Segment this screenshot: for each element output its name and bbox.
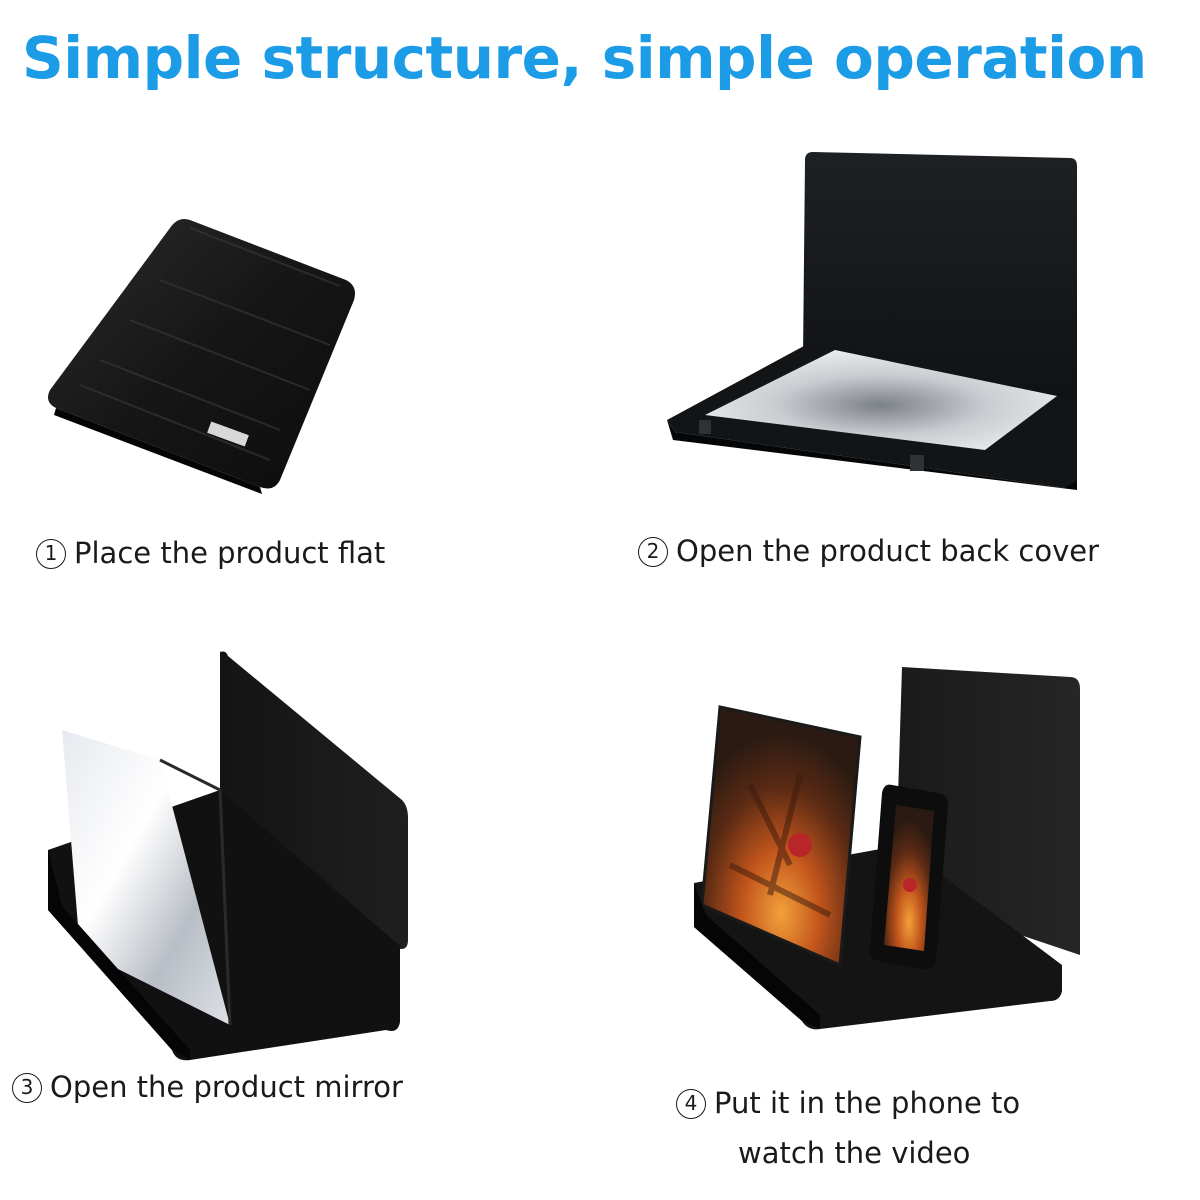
- step-1-text: Place the product flat: [74, 536, 386, 570]
- step-1-number: 1: [36, 539, 66, 569]
- step-3-number: 3: [12, 1073, 42, 1103]
- step-4-caption: 4 Put it in the phone to watch the video: [676, 1083, 1020, 1183]
- step-2-text: Open the product back cover: [676, 534, 1099, 568]
- step-2-caption: 2 Open the product back cover: [638, 531, 1099, 571]
- product-with-phone-video-image: [694, 667, 1080, 1030]
- step-3-text: Open the product mirror: [50, 1070, 403, 1104]
- product-folded-flat-image: [48, 219, 355, 494]
- step-1-caption: 1 Place the product flat: [36, 533, 385, 573]
- page-headline: Simple structure, simple operation: [22, 24, 1147, 92]
- step-4-text-line2: watch the video: [738, 1136, 971, 1170]
- step-3-caption: 3 Open the product mirror: [12, 1067, 403, 1107]
- shield-graphic: [788, 833, 812, 857]
- product-label-tag: [207, 421, 249, 447]
- step-4-number: 4: [676, 1089, 706, 1119]
- product-back-cover-open-image: [667, 152, 1077, 490]
- step-2-number: 2: [638, 537, 668, 567]
- step-4-text: Put it in the phone to: [714, 1086, 1021, 1120]
- product-mirror-open-image: [48, 651, 408, 1061]
